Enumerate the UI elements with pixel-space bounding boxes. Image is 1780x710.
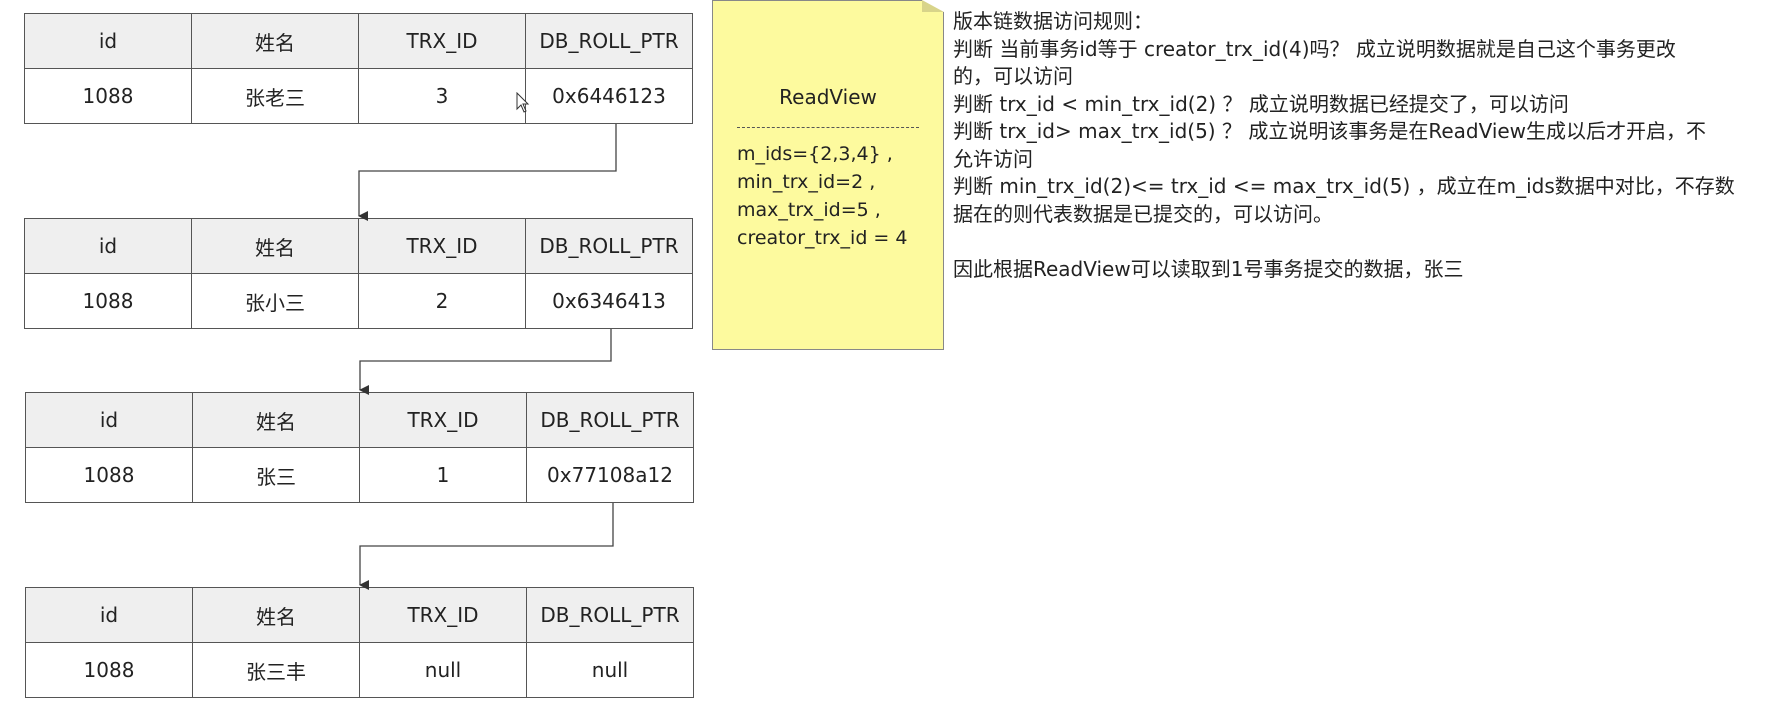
cell-id: 1088 — [24, 68, 192, 124]
readview-divider — [737, 127, 919, 128]
version-record-3: id 姓名 TRX_ID DB_ROLL_PTR 1088 张三 1 0x771… — [25, 392, 694, 503]
cell-db-roll-ptr: 0x77108a12 — [526, 447, 694, 503]
rules-line: 的，可以访问 — [953, 64, 1073, 88]
connector-arrow — [359, 329, 612, 395]
readview-line: min_trx_id=2 , — [737, 171, 876, 193]
header-db-roll-ptr: DB_ROLL_PTR — [526, 392, 694, 448]
readview-line: m_ids={2,3,4} , — [737, 143, 893, 165]
rules-line: 因此根据ReadView可以读取到1号事务提交的数据，张三 — [953, 256, 1464, 281]
cell-id: 1088 — [25, 642, 193, 698]
access-rules-text: 版本链数据访问规则： 判断 当前事务id等于 creator_trx_id(4)… — [953, 8, 1773, 283]
cell-db-roll-ptr: 0x6446123 — [525, 68, 693, 124]
cell-id: 1088 — [24, 273, 192, 329]
readview-line: max_trx_id=5 , — [737, 199, 881, 221]
header-id: id — [24, 13, 192, 69]
table-header-row: id 姓名 TRX_ID DB_ROLL_PTR — [25, 587, 694, 643]
cell-name: 张小三 — [191, 273, 359, 329]
table-row: 1088 张三丰 null null — [25, 642, 694, 698]
table-row: 1088 张小三 2 0x6346413 — [24, 273, 693, 329]
table-row: 1088 张三 1 0x77108a12 — [25, 447, 694, 503]
rules-line: 版本链数据访问规则： — [953, 9, 1153, 33]
header-id: id — [25, 392, 193, 448]
mouse-cursor-icon — [516, 92, 530, 113]
cell-name: 张三丰 — [192, 642, 360, 698]
cell-name: 张三 — [192, 447, 360, 503]
table-header-row: id 姓名 TRX_ID DB_ROLL_PTR — [24, 218, 693, 274]
cell-trx-id: 3 — [358, 68, 526, 124]
header-name: 姓名 — [191, 218, 359, 274]
header-trx-id: TRX_ID — [359, 392, 527, 448]
header-db-roll-ptr: DB_ROLL_PTR — [525, 13, 693, 69]
header-id: id — [25, 587, 193, 643]
rules-line: 据在的则代表数据是已提交的，可以访问。 — [953, 201, 1333, 226]
cell-db-roll-ptr: null — [526, 642, 694, 698]
rules-line: 判断 当前事务id等于 creator_trx_id(4)吗？ 成立说明数据就是… — [953, 36, 1676, 61]
readview-note: ReadView m_ids={2,3,4} , min_trx_id=2 , … — [712, 0, 944, 350]
rules-line — [953, 228, 1773, 256]
table-row: 1088 张老三 3 0x6446123 — [24, 68, 693, 124]
cell-db-roll-ptr: 0x6346413 — [525, 273, 693, 329]
header-db-roll-ptr: DB_ROLL_PTR — [525, 218, 693, 274]
table-header-row: id 姓名 TRX_ID DB_ROLL_PTR — [25, 392, 694, 448]
connector-arrow — [358, 124, 617, 221]
cell-trx-id: 1 — [359, 447, 527, 503]
readview-line: creator_trx_id = 4 — [737, 227, 908, 249]
rules-line: 判断 trx_id < min_trx_id(2) ？ 成立说明数据已经提交了，… — [953, 91, 1569, 116]
rules-line: 判断 min_trx_id(2)<= trx_id <= max_trx_id(… — [953, 174, 1735, 198]
version-record-2: id 姓名 TRX_ID DB_ROLL_PTR 1088 张小三 2 0x63… — [24, 218, 693, 329]
table-header-row: id 姓名 TRX_ID DB_ROLL_PTR — [24, 13, 693, 69]
rules-line: 允许访问 — [953, 146, 1033, 171]
header-id: id — [24, 218, 192, 274]
cell-id: 1088 — [25, 447, 193, 503]
header-trx-id: TRX_ID — [359, 587, 527, 643]
version-record-1: id 姓名 TRX_ID DB_ROLL_PTR 1088 张老三 3 0x64… — [24, 13, 693, 124]
cell-name: 张老三 — [191, 68, 359, 124]
rules-line: 判断 trx_id> max_trx_id(5) ？ 成立说明该事务是在Read… — [953, 119, 1707, 143]
cell-trx-id: null — [359, 642, 527, 698]
readview-title: ReadView — [779, 85, 877, 109]
version-record-4: id 姓名 TRX_ID DB_ROLL_PTR 1088 张三丰 null n… — [25, 587, 694, 698]
note-fold-corner — [922, 0, 944, 12]
header-trx-id: TRX_ID — [358, 218, 526, 274]
connector-arrow — [359, 503, 614, 590]
header-db-roll-ptr: DB_ROLL_PTR — [526, 587, 694, 643]
